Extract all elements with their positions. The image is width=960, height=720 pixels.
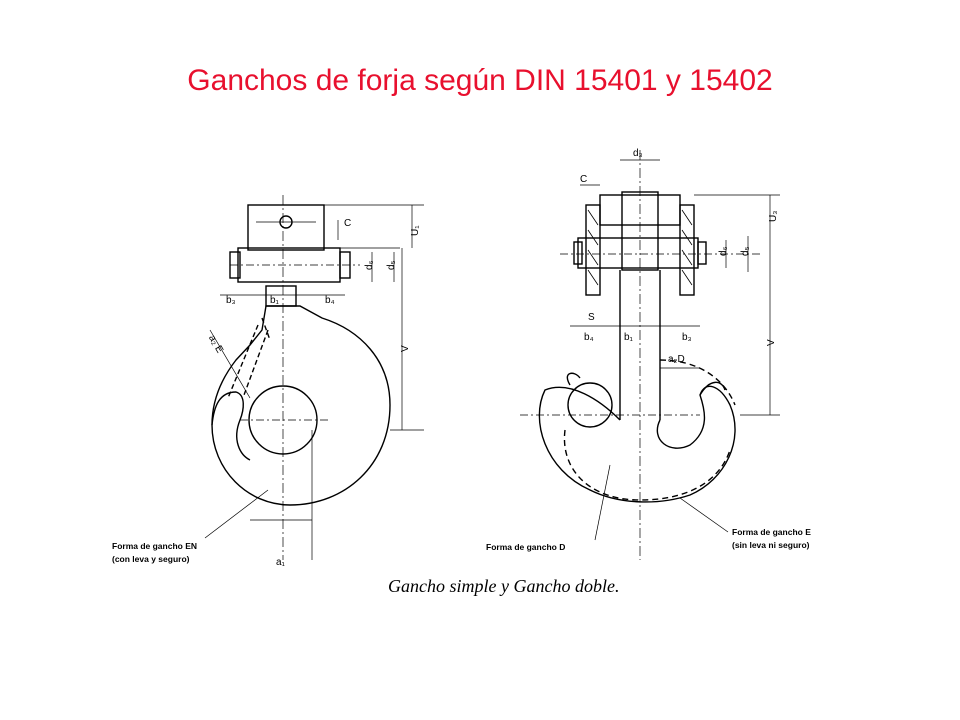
label-d6-right: d₆ (718, 246, 729, 256)
note-d: Forma de gancho D (486, 542, 565, 552)
label-a2d: a₂D (668, 354, 685, 365)
pin-hole-icon (279, 215, 293, 229)
note-en-line2: (con leva y seguro) (112, 554, 190, 564)
label-u3: U₃ (768, 211, 779, 222)
label-v-left: V (400, 345, 411, 352)
label-b1-right: b₁ (624, 332, 634, 343)
double-hook (520, 150, 780, 560)
hook-drawing: C U₁ d₆ d₅ b₃ b₁ b₄ a₂ E V a₁ Forma de g… (112, 148, 811, 568)
figure-caption: Gancho simple y Gancho doble. (388, 576, 620, 596)
label-b1-left: b₁ (270, 295, 280, 306)
slide-title: Ganchos de forja según DIN 15401 y 15402 (187, 64, 773, 97)
note-e-line1: Forma de gancho E (732, 527, 811, 537)
single-hook (204, 195, 424, 560)
label-c-left: C (344, 218, 351, 229)
label-a1: a₁ (276, 557, 286, 568)
label-v-right: V (766, 339, 777, 346)
label-d5-left: d₅ (386, 260, 397, 270)
label-d6-left: d₆ (364, 260, 375, 270)
label-a2e: a₂ E (206, 333, 225, 355)
label-b4-right: b₄ (584, 332, 594, 343)
label-c-right: C (580, 174, 587, 185)
note-en-line1: Forma de gancho EN (112, 541, 197, 551)
label-u1: U₁ (410, 225, 421, 236)
label-d3: d₃ (633, 148, 643, 159)
label-b3-left: b₃ (226, 295, 236, 306)
label-b4-left: b₄ (325, 295, 335, 306)
label-s: S (588, 312, 595, 323)
label-d5-right: d₅ (740, 246, 751, 256)
note-e-line2: (sin leva ni seguro) (732, 540, 810, 550)
label-b3-right: b₃ (682, 332, 692, 343)
